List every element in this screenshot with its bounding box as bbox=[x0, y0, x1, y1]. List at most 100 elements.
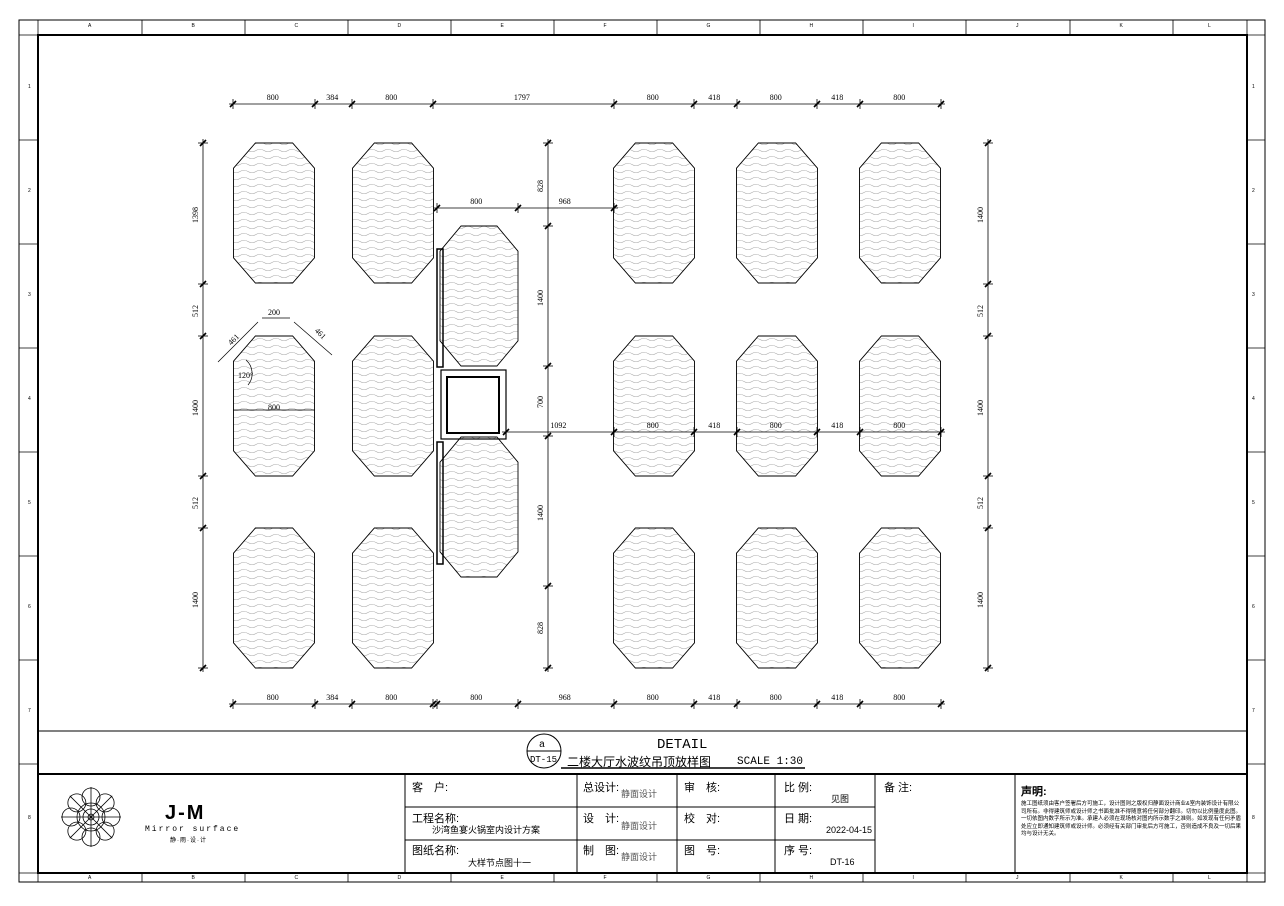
detail-callout bbox=[217, 317, 333, 411]
statement-text: 施工图纸须由客户签署后方可施工，设计图则之版权归静面设计商业&室内装饰设计有限公… bbox=[1021, 801, 1242, 837]
right-dimension: 512 bbox=[976, 497, 985, 510]
wave-panel bbox=[613, 527, 695, 669]
title-block-grid bbox=[404, 733, 1016, 873]
ruler-row-label: 8 bbox=[28, 814, 31, 821]
center-column bbox=[436, 248, 507, 565]
wave-panel bbox=[859, 335, 941, 477]
ruler-row-label: 1 bbox=[1252, 83, 1255, 90]
top-dimension: 418 bbox=[831, 93, 844, 102]
scale-value: 见图 bbox=[831, 794, 850, 804]
statement-label: 声明: bbox=[1021, 786, 1047, 798]
left-dimension: 1398 bbox=[191, 207, 200, 224]
top-dimension: 418 bbox=[708, 93, 721, 102]
ruler-column-label: L bbox=[1208, 875, 1211, 881]
ruler-column-label: B bbox=[191, 23, 195, 29]
top-dimension: 800 bbox=[646, 93, 659, 102]
date-value: 2022-04-15 bbox=[826, 825, 873, 835]
ruler-column-label: E bbox=[500, 23, 504, 29]
wave-panel bbox=[439, 436, 519, 578]
bottom-dimension: 800 bbox=[646, 693, 659, 702]
ruler-column-label: D bbox=[397, 23, 402, 29]
drawing-name-value: 大样节点图十一 bbox=[468, 858, 532, 868]
top-dimension: 800 bbox=[893, 93, 906, 102]
detail-circle-letter: a bbox=[539, 740, 546, 751]
project-value: 沙湾鱼宴火锅室内设计方案 bbox=[432, 825, 541, 835]
ruler-row-label: 3 bbox=[28, 292, 31, 298]
ruler-column-label: C bbox=[294, 23, 299, 29]
inner-frame bbox=[37, 34, 1248, 874]
ruler-row-label: 6 bbox=[28, 604, 31, 610]
bottom-dimension: 800 bbox=[893, 693, 906, 702]
review-label: 审 核: bbox=[684, 782, 721, 794]
designer-label: 设 计: bbox=[583, 813, 620, 825]
ruler-row-label: 5 bbox=[1252, 500, 1255, 506]
wave-panel bbox=[352, 335, 434, 477]
ruler-row-label: 3 bbox=[1252, 292, 1255, 298]
ruler-column-label: B bbox=[191, 875, 195, 881]
bottom-dimension: 418 bbox=[708, 693, 721, 702]
drafter-value: 静面设计 bbox=[621, 852, 658, 862]
designer-value: 静面设计 bbox=[621, 821, 658, 831]
upper-dimension: 800 bbox=[470, 197, 483, 206]
ruler-row-label: 8 bbox=[1252, 814, 1255, 821]
ruler-column-label: J bbox=[1016, 23, 1019, 29]
logo-name: J-M bbox=[165, 802, 206, 824]
ruler-column-label: I bbox=[912, 875, 914, 881]
bottom-dimension: 800 bbox=[266, 693, 279, 702]
drawing-name-label: 图纸名称: bbox=[412, 845, 460, 857]
top-dimension: 800 bbox=[266, 93, 279, 102]
top-dimension: 800 bbox=[769, 93, 782, 102]
bottom-dimension: 800 bbox=[385, 693, 398, 702]
ruler-row-label: 6 bbox=[1252, 604, 1255, 610]
wave-panel bbox=[352, 527, 434, 669]
middle-dimension: 700 bbox=[536, 396, 545, 409]
ruler-column-label: J bbox=[1016, 875, 1019, 881]
ruler-column-label: A bbox=[88, 23, 92, 29]
right-dimension: 1400 bbox=[976, 591, 985, 608]
date-label: 日 期: bbox=[784, 813, 813, 825]
detail-circle-ref: DT-15 bbox=[530, 755, 558, 765]
bottom-dimension: 800 bbox=[769, 693, 782, 702]
logo-sub: 静·雨·设·计 bbox=[170, 838, 207, 844]
ruler-column-label: G bbox=[706, 875, 711, 881]
ruler-row-label: 5 bbox=[28, 500, 31, 506]
project-label: 工程名称: bbox=[412, 813, 460, 825]
wave-panel bbox=[439, 225, 519, 367]
wave-panel bbox=[233, 335, 315, 477]
lower-dimension: 800 bbox=[893, 421, 906, 430]
wave-ceiling-panels bbox=[233, 142, 941, 669]
wave-panel bbox=[859, 142, 941, 284]
ruler-row-label: 2 bbox=[28, 188, 31, 194]
wave-panel bbox=[613, 142, 695, 284]
drawing-caption: 二楼大厅水波纹吊顶放样图 bbox=[567, 755, 712, 769]
scale-label: 比 例: bbox=[784, 782, 813, 794]
wave-panel bbox=[352, 142, 434, 284]
ruler-column-label: F bbox=[603, 23, 607, 29]
ruler-column-label: H bbox=[809, 23, 814, 29]
ruler-column-label: K bbox=[1119, 875, 1123, 881]
left-dimension: 512 bbox=[191, 497, 200, 510]
ruler-column-label: G bbox=[706, 23, 711, 29]
check-label: 校 对: bbox=[684, 813, 721, 825]
right-dimension: 1400 bbox=[976, 207, 985, 224]
upper-dimension: 968 bbox=[558, 197, 571, 206]
detail-angle: 120° bbox=[238, 371, 254, 380]
ruler-column-label: A bbox=[88, 875, 92, 881]
left-dimension: 1400 bbox=[191, 591, 200, 608]
drafter-label: 制 图: bbox=[583, 845, 620, 857]
outer-frame bbox=[18, 19, 1266, 883]
wave-panel bbox=[859, 527, 941, 669]
top-dimension: 384 bbox=[326, 93, 339, 102]
top-dimension: 1797 bbox=[513, 93, 530, 102]
right-dimension: 1400 bbox=[976, 399, 985, 416]
drawing-scale: SCALE 1:30 bbox=[737, 756, 804, 768]
ruler-column-label: D bbox=[397, 875, 402, 881]
bottom-dimension: 968 bbox=[558, 693, 571, 702]
ruler-column-label: K bbox=[1119, 23, 1123, 29]
ruler-column-label: E bbox=[500, 875, 504, 881]
ruler-row-label: 2 bbox=[1252, 188, 1255, 194]
lower-dimension: 418 bbox=[831, 421, 844, 430]
right-dimension: 512 bbox=[976, 305, 985, 318]
bottom-dimension: 384 bbox=[326, 693, 339, 702]
